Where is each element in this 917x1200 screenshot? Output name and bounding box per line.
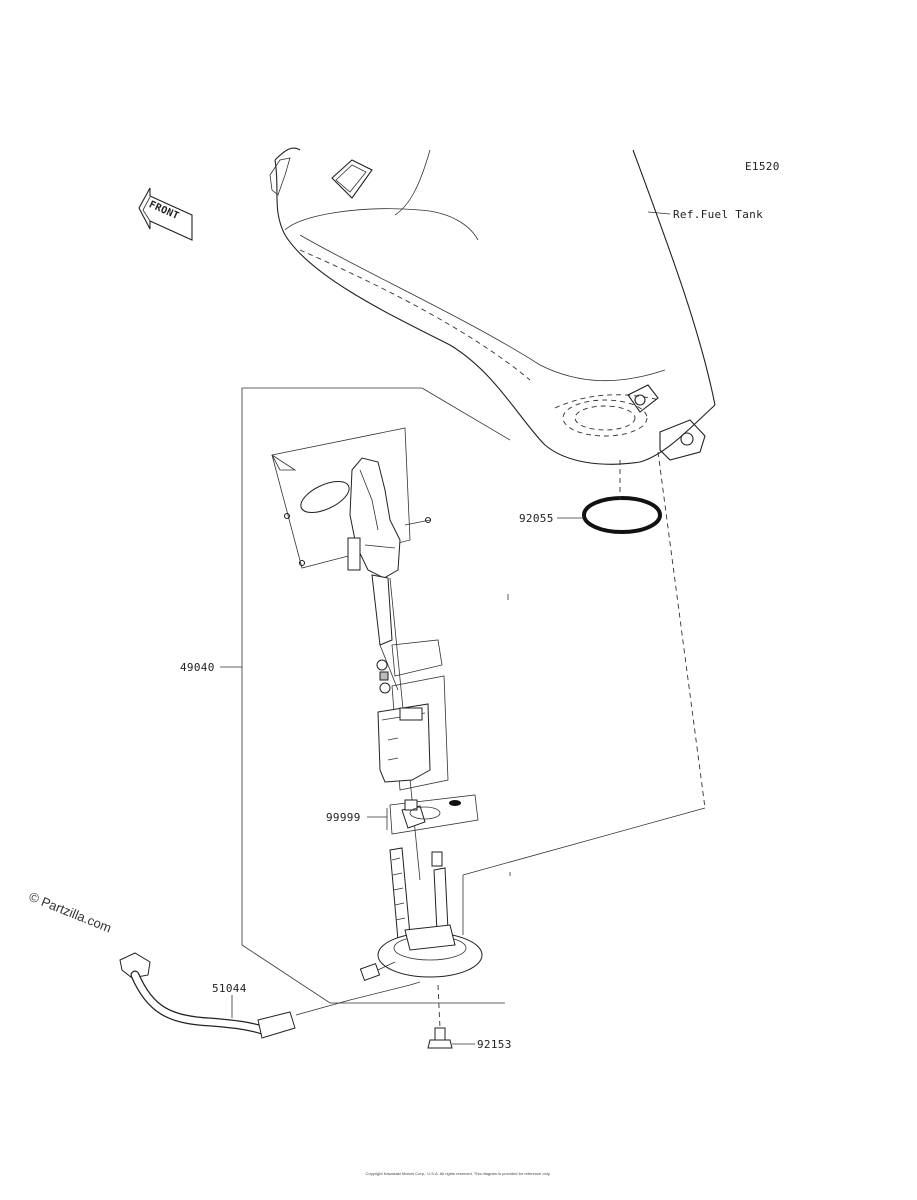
fuel-tank-ref-label: Ref.Fuel Tank (673, 208, 763, 221)
bolt-92153 (427, 984, 453, 1049)
kit-label: 99999 (326, 811, 361, 824)
o-ring-label: 92055 (519, 512, 554, 525)
o-ring-92055 (582, 460, 662, 534)
partzilla-watermark: © Partzilla.com (27, 889, 114, 936)
pump-assy-label: 49040 (180, 661, 215, 674)
pump-upper-panel (271, 427, 432, 579)
fuel-tank-outline (269, 147, 716, 465)
fuel-tank-leader (647, 211, 671, 215)
front-arrow-icon: FRONT (138, 187, 193, 241)
kit-99999 (386, 794, 479, 835)
diagram-code: E1520 (745, 160, 780, 173)
copyright-footer: Copyright Kawasaki Motors Corp., U.S.A. … (365, 1171, 550, 1176)
bolt-label: 92153 (477, 1038, 512, 1051)
lead-assembly-51044 (119, 952, 421, 1039)
pump-middle-panel (376, 639, 449, 791)
pump-rail (371, 574, 421, 881)
pump-base-plate (359, 847, 483, 982)
fuel-pump-assembly-bracket (241, 387, 706, 1004)
lead-label: 51044 (212, 982, 247, 995)
